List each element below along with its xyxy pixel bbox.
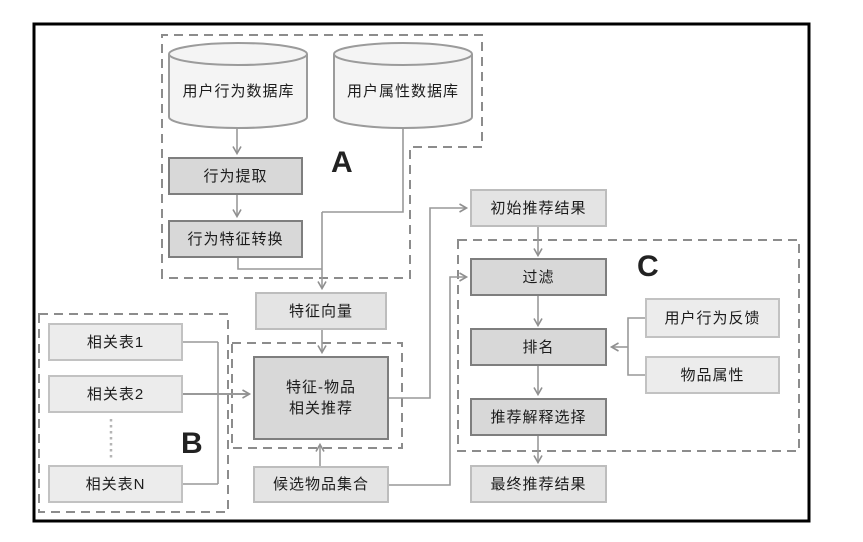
line-conversion-to-join [237,258,322,270]
lines-relatedtables-merge [183,341,219,485]
node-filter: 过滤 [470,258,607,296]
line-attributedb-to-join [322,128,404,213]
arrow-recommendation-to-initial [389,203,469,399]
node-explanation-selection: 推荐解释选择 [470,398,607,436]
node-related-table-n: 相关表N [48,465,183,503]
user-attribute-db-label: 用户属性数据库 [346,82,459,100]
node-related-table-2: 相关表2 [48,375,183,413]
group-c-outline [457,239,800,452]
node-candidate-items: 候选物品集合 [253,466,389,503]
outer-frame [32,22,811,523]
node-behavior-feature-conversion: 行为特征转换 [168,220,303,258]
node-final-results: 最终推荐结果 [470,465,607,503]
node-user-feedback: 用户行为反馈 [645,298,780,338]
node-feature-item-recommendation: 特征-物品 相关推荐 [253,356,389,440]
group-a-outline [161,34,483,279]
group-c-label: C [637,250,659,283]
node-feature-vector: 特征向量 [255,292,387,330]
arrow-candidates-to-filter [389,272,469,486]
group-b-outline [38,313,229,513]
group-a-label: A [331,146,353,179]
node-related-table-1: 相关表1 [48,323,183,361]
user-behavior-db-label: 用户行为数据库 [182,82,295,100]
node-behavior-extraction: 行为提取 [168,157,303,195]
node-ranking: 排名 [470,328,607,366]
user-attribute-db-cylinder [333,42,473,129]
lines-feedback-bracket [627,317,645,376]
node-initial-results: 初始推荐结果 [470,189,607,227]
group-b-label: B [181,427,203,460]
node-item-attributes: 物品属性 [645,356,780,394]
user-behavior-db-cylinder [168,42,308,129]
